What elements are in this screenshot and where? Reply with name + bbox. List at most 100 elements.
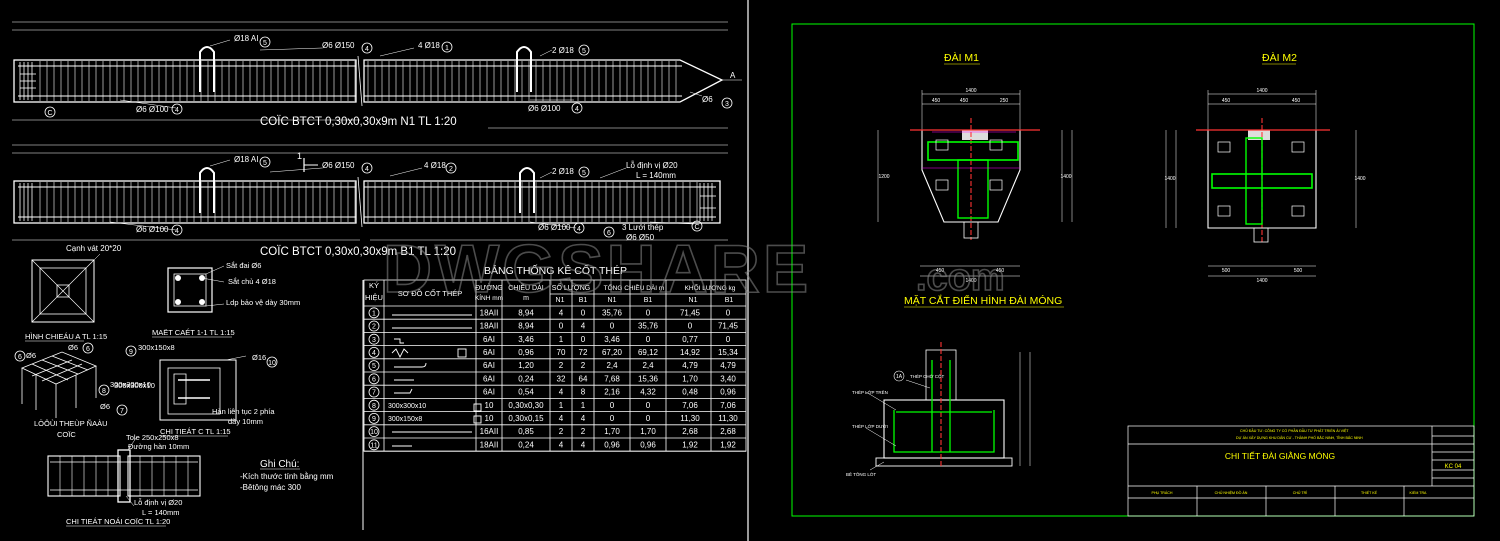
- svg-text:4: 4: [175, 228, 179, 235]
- row-cell-t2: 0: [646, 414, 651, 423]
- rebar-table: BẢNG THỐNG KÊ CỐT THÉP KÝ HIỆU SƠ ĐỒ CỐT…: [363, 263, 747, 452]
- b1-label-r3: 4 Ø18: [424, 161, 446, 170]
- row-cell-len: 0,24: [518, 440, 534, 449]
- svg-text:8: 8: [102, 388, 106, 395]
- row-id: 1: [372, 310, 376, 317]
- svg-text:500: 500: [1294, 268, 1303, 274]
- row-id-circle: [368, 386, 380, 398]
- dai-m2-plan: ĐÀI M2 1400 450 450 1400 1400 500 500 14…: [1164, 51, 1365, 284]
- row-cell-w2: 4,79: [720, 361, 736, 370]
- row-id-circle: [368, 360, 380, 372]
- th-chieudai: CHIỀU DÀI: [508, 282, 543, 292]
- row-id-circle: [368, 399, 380, 411]
- row-cell-w2: 11,30: [718, 414, 738, 423]
- row-cell-q2: 1: [581, 401, 586, 410]
- svg-text:7: 7: [120, 408, 124, 415]
- b1-label-mesh-spec: Ø6 Ø50: [626, 233, 655, 242]
- splice-note-2: Đường hàn 10mm: [128, 442, 189, 451]
- row-cell-q1: 32: [557, 374, 566, 383]
- row-cell-q2: 2: [581, 361, 586, 370]
- typical-section: MẶT CẮT ĐIỂN HÌNH ĐÀI MÓNG THÉP CHỜ CỘT …: [846, 294, 1064, 477]
- splice-title: CHI TIEÁT NOÁI COÏC TL 1:20: [66, 517, 170, 526]
- row-cell-w2: 3,40: [720, 374, 736, 383]
- row-id: 5: [372, 363, 376, 370]
- row-id: 11: [370, 442, 377, 449]
- row-cell-t1: 2,4: [606, 361, 618, 370]
- drawing-title: CHI TIẾT ĐÀI GIẰNG MÓNG: [1225, 451, 1335, 461]
- row-cell-q1: 70: [557, 348, 566, 357]
- dai-m1-plan: ĐÀI M1 1400 450 450 250 1200 1400 450 45…: [877, 51, 1073, 284]
- detail-c-note-1: 300x150x8: [138, 343, 175, 352]
- svg-text:2: 2: [449, 166, 453, 173]
- section-note-1: THÉP CHỜ CỘT: [910, 373, 945, 379]
- row-id: 3: [372, 337, 376, 344]
- notes-title: Ghi Chú:: [260, 459, 299, 470]
- row-cell-len: 0,85: [518, 427, 534, 436]
- row-cell-w1: 71,45: [680, 308, 701, 317]
- row-cell-t2: 0: [646, 308, 651, 317]
- b1-label-r6: Ø6 Ø100: [538, 223, 571, 232]
- mesh-note-4: Ø6: [100, 402, 110, 411]
- mesh-note-3: 300x300x10: [110, 380, 151, 389]
- row-cell-w1: 7,06: [682, 401, 698, 410]
- detail-splice: Tole 250x250x8 Đường hàn 10mm Lỗ định vị…: [47, 433, 201, 527]
- section-note-4: BÊ TÔNG LÓT: [846, 470, 876, 477]
- dai-m2-title: ĐÀI M2: [1262, 51, 1297, 64]
- n1-label-r6: Ø6 Ø100: [528, 104, 561, 113]
- section-title: MẶT CẮT ĐIỂN HÌNH ĐÀI MÓNG: [904, 294, 1062, 307]
- row-cell-len: 8,94: [518, 322, 534, 331]
- svg-text:4: 4: [365, 46, 369, 53]
- dai-m1-title: ĐÀI M1: [944, 51, 979, 64]
- svg-text:500: 500: [1222, 268, 1231, 274]
- svg-text:5: 5: [582, 170, 586, 177]
- th-b1-w: B1: [725, 297, 734, 304]
- row-cell-q2: 0: [581, 308, 586, 317]
- row-cell-t2: 2,4: [642, 361, 654, 370]
- detail-section-11: Sắt đai Ø6 Sắt chủ 4 Ø18 Ldp bảo vệ dày …: [152, 261, 300, 338]
- row-cell-dia: 6AI: [483, 388, 495, 397]
- row-id: 2: [372, 324, 376, 331]
- splice-note-3: Lỗ định vị Ø20: [134, 498, 182, 507]
- row-cell-q1: 2: [559, 427, 564, 436]
- n1-mark-c: C: [47, 110, 52, 117]
- row-cell-q1: 2: [559, 361, 564, 370]
- th-n1-w: N1: [689, 297, 698, 304]
- n1-label-r3: 4 Ø18: [418, 41, 440, 50]
- row-cell-len: 0,30x0,15: [508, 414, 544, 423]
- detail-c-note-3: 300x300x10: [114, 381, 155, 390]
- row-cell-w1: 1,92: [682, 440, 698, 449]
- row-cell-w1: 0,48: [682, 388, 698, 397]
- svg-text:4: 4: [175, 107, 179, 114]
- row-cell-dia: 10: [485, 401, 494, 410]
- row-cell-w2: 1,92: [720, 440, 736, 449]
- detail-mesh: 6 8 7 6 Ø6 Ø6 300x300x10 Ø6 LÖÔÙI THEÙP …: [14, 342, 151, 439]
- svg-text:1400: 1400: [1354, 176, 1365, 182]
- row-id: 10: [370, 429, 378, 436]
- row-cell-t2: 0: [646, 401, 651, 410]
- b1-label-hole-len: L = 140mm: [636, 171, 676, 180]
- row-cell-dia: 6AI: [483, 374, 495, 383]
- th-n1-t: N1: [608, 297, 617, 304]
- row-cell-len: 8,94: [518, 308, 534, 317]
- rebar-table-title: BẢNG THỐNG KÊ CỐT THÉP: [484, 263, 627, 277]
- svg-text:1400: 1400: [1060, 174, 1071, 180]
- role-4: THIẾT KẾ: [1361, 490, 1378, 495]
- svg-text:450: 450: [1292, 98, 1301, 104]
- n1-label-r4: 2 Ø18: [552, 46, 574, 55]
- row-cell-q1: 1: [559, 335, 564, 344]
- row-cell-dia: 18AII: [480, 440, 499, 449]
- row-cell-q1: 0: [559, 322, 564, 331]
- view-a-title: HÌNH CHIEÁU A TL 1:15: [25, 332, 107, 341]
- row-cell-t2: 1,70: [640, 427, 656, 436]
- row-id-circle: [368, 373, 380, 385]
- svg-text:1400: 1400: [965, 88, 976, 94]
- row-cell-q2: 4: [581, 414, 586, 423]
- svg-text:10: 10: [268, 360, 276, 367]
- row-id: 6: [372, 376, 376, 383]
- n1-label-r5: Ø6 Ø100: [136, 105, 169, 114]
- svg-text:1200: 1200: [878, 174, 889, 180]
